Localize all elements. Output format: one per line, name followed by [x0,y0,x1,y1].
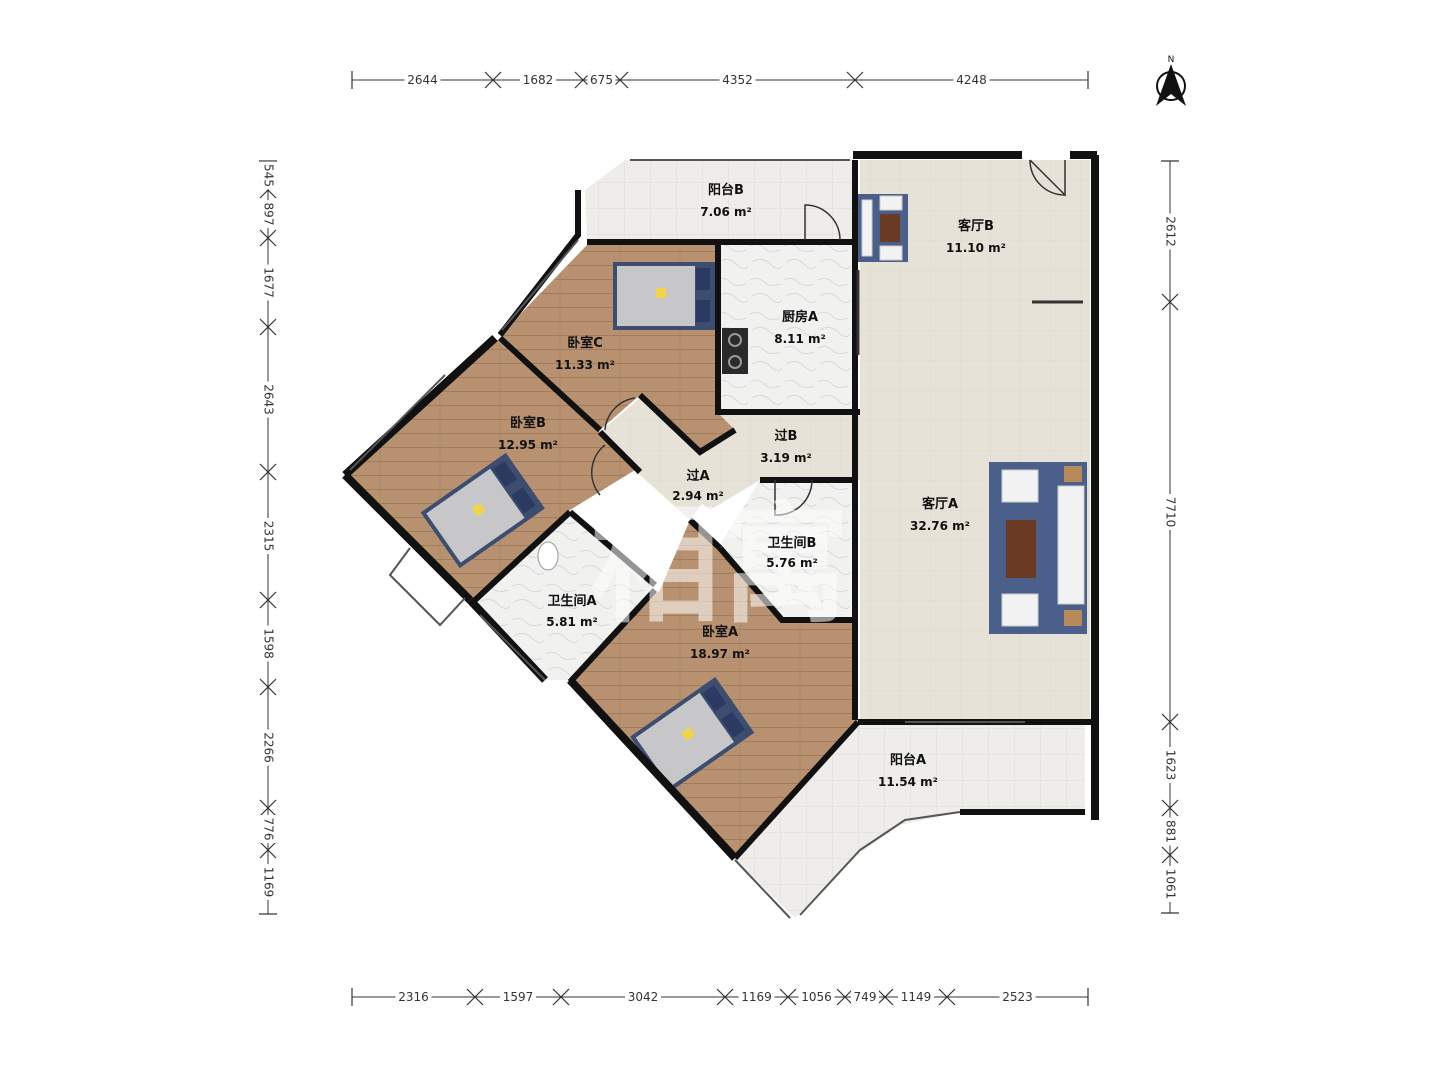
dimension-label: 897 [262,203,276,226]
furniture [420,194,1087,793]
room-name-living-a: 客厅A [922,496,958,512]
watermark-text: 相寓 [590,489,850,641]
doors [591,159,1083,516]
north-arrow-icon: N [1156,55,1186,106]
door-icon [774,479,813,516]
dimension-label: 1169 [262,867,276,898]
dimension-label: 749 [854,990,877,1004]
room-area-bedroom-a: 18.97 m² [690,647,750,661]
door-icon [591,444,606,496]
dimension-label: 4248 [956,73,987,87]
room-name-bedroom-c: 卧室C [567,335,603,351]
dimension-label: 1149 [901,990,932,1004]
bed-icon [613,262,715,330]
dimension-label: 1682 [523,73,554,87]
dimension-line-left: 545 897 1677 2643 2315 1598 2266 776 1169 [259,160,277,915]
floor-passage-a [600,398,720,520]
room-area-kitchen-a: 8.11 m² [774,332,826,346]
room-name-kitchen-a: 厨房A [782,309,818,325]
floor-bath-a [475,512,655,680]
room-area-living-a: 32.76 m² [910,519,970,533]
dimension-label: 776 [262,818,276,841]
stove-icon [722,328,748,374]
room-area-passage-a: 2.94 m² [672,489,724,503]
compass-label: N [1168,55,1175,65]
sofa-set-icon [989,462,1087,634]
room-name-balcony-b: 阳台B [708,182,744,198]
dimension-line-top: 2644 1682 675 4352 4248 [351,71,1089,89]
room-name-living-b: 客厅B [958,218,994,234]
dimension-label: 2316 [398,990,429,1004]
room-name-bedroom-b: 卧室B [510,415,546,431]
dimension-label: 1597 [503,990,534,1004]
dimension-label: 2644 [407,73,438,87]
sofa-set-icon [858,194,908,262]
room-area-bath-a: 5.81 m² [546,615,598,629]
room-name-passage-b: 过B [775,428,798,444]
bed-icon [420,452,545,569]
dimension-label: 1598 [262,628,276,659]
room-name-bath-a: 卫生间A [547,593,596,609]
room-labels: 阳台B 7.06 m² 客厅B 11.10 m² 厨房A 8.11 m² 卧室C… [498,182,1006,789]
door-icon [1029,159,1066,197]
dimension-line-bottom: 2316 1597 3042 1169 1056 749 1149 2523 [351,988,1089,1006]
room-area-balcony-b: 7.06 m² [700,205,752,219]
dimension-label: 2315 [262,521,276,552]
room-name-bath-b: 卫生间B [768,535,817,551]
dimension-label: 3042 [628,990,659,1004]
dimension-label: 2612 [1164,216,1178,247]
dimension-label: 545 [262,164,276,187]
floor-balcony-b [585,160,855,240]
dimension-label: 2643 [262,384,276,415]
dimension-label: 1061 [1164,869,1178,900]
room-name-passage-a: 过A [686,468,709,484]
dimension-label: 1169 [741,990,772,1004]
dimension-label: 4352 [722,73,753,87]
toilet-icon [537,541,559,571]
dimension-line-right: 2612 7710 1623 881 1061 [1161,160,1179,914]
dimension-label: 1623 [1164,750,1178,781]
room-area-living-b: 11.10 m² [946,241,1006,255]
bed-icon [630,676,755,793]
walls [342,151,1099,919]
room-area-passage-b: 3.19 m² [760,451,812,465]
room-name-bedroom-a: 卧室A [702,624,738,640]
floor-kitchen [720,245,858,410]
dimension-label: 1056 [801,990,832,1004]
room-area-bedroom-c: 11.33 m² [555,358,615,372]
dimension-label: 1677 [262,267,276,298]
door-icon [804,204,841,241]
dimension-label: 2266 [262,732,276,763]
door-icon [604,397,636,431]
dimension-label: 2523 [1002,990,1033,1004]
dimension-label: 7710 [1164,497,1178,528]
room-area-balcony-a: 11.54 m² [878,775,938,789]
room-area-bath-b: 5.76 m² [766,556,818,570]
room-area-bedroom-b: 12.95 m² [498,438,558,452]
room-name-balcony-a: 阳台A [890,752,926,768]
dimension-label: 881 [1164,820,1178,843]
dimension-label: 675 [590,73,613,87]
